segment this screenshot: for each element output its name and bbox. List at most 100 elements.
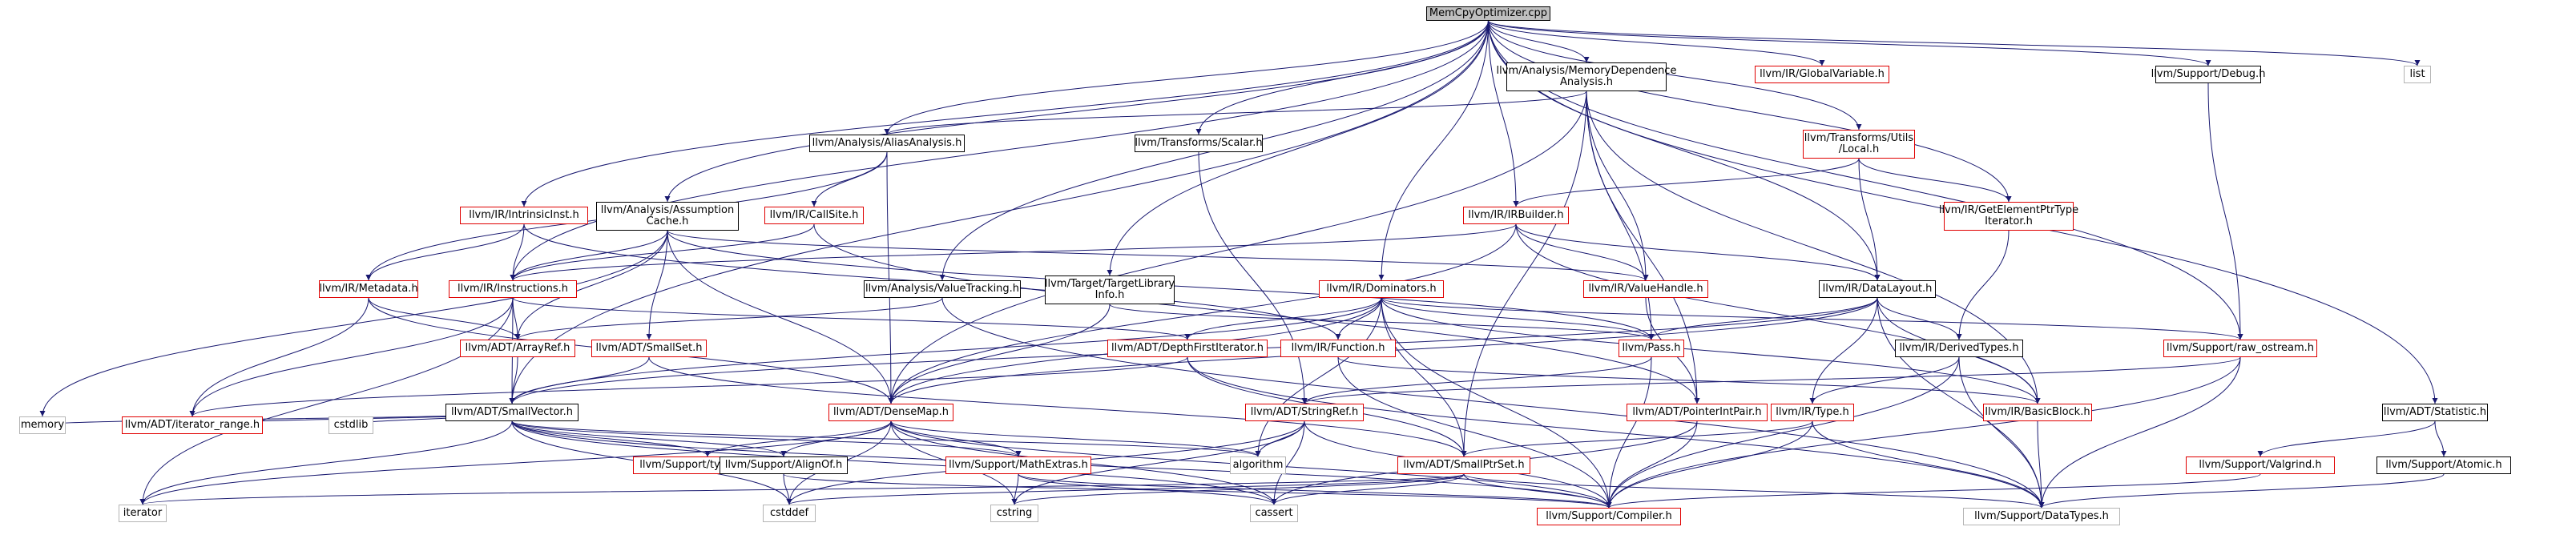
node-pointerintpair-h[interactable]: llvm/ADT/PointerIntPair.h bbox=[1627, 404, 1768, 421]
node-memory: memory bbox=[19, 416, 66, 434]
edge-memdep-to-smallptrset bbox=[1461, 90, 1587, 457]
edge-smallptrset-to-iterator bbox=[140, 473, 1465, 505]
edge-smallptrset-to-cstddef bbox=[786, 473, 1465, 505]
edge-type-to-smallptrset bbox=[1461, 420, 1813, 457]
edge-instructions-to-iterrange bbox=[189, 297, 514, 417]
edge-densemap-to-typetraits bbox=[704, 420, 892, 457]
edge-densemap-to-iterator bbox=[139, 420, 892, 505]
node-aliasanalysis-h[interactable]: llvm/Analysis/AliasAnalysis.h bbox=[809, 135, 965, 152]
edge-arrayref-to-smallvector bbox=[509, 356, 518, 404]
edge-root-to-irbuilder bbox=[1488, 20, 1519, 207]
node-globalvariable-h[interactable]: llvm/IR/GlobalVariable.h bbox=[1755, 66, 1889, 83]
edge-type-to-datatypes bbox=[1812, 420, 2045, 509]
edge-irbuilder-to-instructions bbox=[510, 223, 1517, 281]
node-atomic-h[interactable]: llvm/Support/Atomic.h bbox=[2376, 456, 2511, 474]
node-compiler-h[interactable]: llvm/Support/Compiler.h bbox=[1537, 508, 1681, 525]
node-densemap-h[interactable]: llvm/ADT/DenseMap.h bbox=[828, 404, 953, 421]
node-getelementptrtypeiterator-h[interactable]: llvm/IR/GetElementPtrType Iterator.h bbox=[1939, 202, 2078, 231]
edge-root-to-intrinsic bbox=[521, 20, 1489, 207]
node-algorithm: algorithm bbox=[1230, 456, 1286, 474]
node-instructions-h[interactable]: llvm/IR/Instructions.h bbox=[449, 280, 577, 298]
node-valuehandle-h[interactable]: llvm/IR/ValueHandle.h bbox=[1583, 280, 1708, 298]
edge-smallset-to-smallvector bbox=[509, 356, 650, 404]
edge-instructions-to-iterator bbox=[139, 297, 514, 505]
node-stringref-h[interactable]: llvm/ADT/StringRef.h bbox=[1245, 404, 1364, 421]
node-smallvector-h[interactable]: llvm/ADT/SmallVector.h bbox=[445, 404, 578, 421]
edge-debug-to-rawostream bbox=[2207, 82, 2243, 340]
node-pass-h[interactable]: llvm/Pass.h bbox=[1619, 340, 1684, 357]
edge-root-to-debug bbox=[1488, 20, 2211, 66]
node-datatypes-h: llvm/Support/DataTypes.h bbox=[1963, 508, 2120, 525]
node-debug-h[interactable]: llvm/Support/Debug.h bbox=[2151, 66, 2265, 83]
edge-rawostream-to-datatypes bbox=[2038, 356, 2241, 509]
edge-root-to-assumption bbox=[664, 20, 1489, 203]
node-valuetracking-h[interactable]: llvm/Analysis/ValueTracking.h bbox=[864, 280, 1021, 298]
edge-assumption-to-valuehandle bbox=[667, 230, 1649, 281]
edge-smallptrset-to-datatypes bbox=[1463, 473, 2045, 509]
node-targetlibraryinfo-h[interactable]: llvm/Target/TargetLibrary Info.h bbox=[1045, 275, 1175, 304]
edge-dominators-to-smallptrset bbox=[1381, 297, 1467, 457]
node-memcpyoptimizer-cpp[interactable]: MemCpyOptimizer.cpp bbox=[1426, 6, 1550, 21]
edge-root-to-globalvar bbox=[1488, 20, 1825, 66]
node-derivedtypes-h[interactable]: llvm/IR/DerivedTypes.h bbox=[1895, 340, 2023, 357]
node-transforms-utils-local-h[interactable]: llvm/Transforms/Utils /Local.h bbox=[1803, 130, 1915, 159]
edge-transutils-to-datalayout bbox=[1858, 158, 1881, 281]
edge-mathextras-to-cassert bbox=[1018, 473, 1277, 505]
edge-root-to-alias bbox=[884, 20, 1489, 135]
edge-dominators-to-dfiter bbox=[1184, 297, 1382, 340]
edge-metadata-to-arrayref bbox=[368, 297, 521, 340]
edge-smallptrset-to-cassert bbox=[1271, 473, 1465, 505]
edge-assumption-to-densemap bbox=[667, 230, 894, 404]
node-raw-ostream-h[interactable]: llvm/Support/raw_ostream.h bbox=[2163, 340, 2317, 357]
edge-intrinsic-to-metadata bbox=[365, 223, 525, 281]
edge-smallvector-to-typetraits bbox=[511, 420, 711, 457]
node-metadata-h[interactable]: llvm/IR/Metadata.h bbox=[319, 280, 418, 298]
node-mathextras-h[interactable]: llvm/Support/MathExtras.h bbox=[945, 456, 1091, 474]
node-statistic-h[interactable]: llvm/ADT/Statistic.h bbox=[2382, 404, 2488, 421]
node-function-h[interactable]: llvm/IR/Function.h bbox=[1280, 340, 1396, 357]
edge-pass-to-compiler bbox=[1606, 356, 1652, 509]
edge-pass-to-stringref bbox=[1301, 356, 1652, 404]
edge-dominators-to-function bbox=[1335, 297, 1382, 340]
node-type-h[interactable]: llvm/IR/Type.h bbox=[1771, 404, 1854, 421]
node-assumptioncache-h[interactable]: llvm/Analysis/Assumption Cache.h bbox=[596, 202, 739, 231]
node-smallset-h[interactable]: llvm/ADT/SmallSet.h bbox=[591, 340, 707, 357]
node-dominators-h[interactable]: llvm/IR/Dominators.h bbox=[1319, 280, 1444, 298]
node-irbuilder-h[interactable]: llvm/IR/IRBuilder.h bbox=[1463, 207, 1569, 224]
node-depthfirstiterator-h[interactable]: llvm/ADT/DepthFirstIterator.h bbox=[1107, 340, 1268, 357]
edge-memdep-to-alias bbox=[884, 90, 1587, 135]
node-callsite-h[interactable]: llvm/IR/CallSite.h bbox=[764, 207, 864, 224]
edge-smallptrset-to-cstring bbox=[1011, 473, 1465, 505]
edge-rawostream-to-compiler bbox=[1606, 356, 2241, 509]
node-arrayref-h[interactable]: llvm/ADT/ArrayRef.h bbox=[460, 340, 575, 357]
node-datalayout-h[interactable]: llvm/IR/DataLayout.h bbox=[1819, 280, 1936, 298]
node-memorydependenceanalysis-h[interactable]: llvm/Analysis/MemoryDependence Analysis.… bbox=[1497, 62, 1676, 91]
edge-tli-to-pass bbox=[1109, 304, 1655, 340]
node-valgrind-h[interactable]: llvm/Support/Valgrind.h bbox=[2186, 456, 2335, 474]
edge-function-to-basicblock bbox=[1337, 356, 2041, 404]
edge-rawostream-to-stringref bbox=[1301, 356, 2241, 404]
node-alignof-h[interactable]: llvm/Support/AlignOf.h bbox=[720, 456, 848, 474]
edge-derivedtypes-to-datatypes bbox=[1958, 356, 2045, 509]
edge-gep-to-derivedtypes bbox=[1956, 230, 2010, 340]
node-basicblock-h[interactable]: llvm/IR/BasicBlock.h bbox=[1983, 404, 2092, 421]
node-iterator-range-h[interactable]: llvm/ADT/iterator_range.h bbox=[122, 416, 263, 434]
edge-scalar-to-stringref bbox=[1198, 151, 1308, 404]
edge-derivedtypes-to-type bbox=[1809, 356, 1960, 404]
node-smallptrset-h[interactable]: llvm/ADT/SmallPtrSet.h bbox=[1397, 456, 1530, 474]
node-cstring: cstring bbox=[990, 505, 1038, 522]
edge-dominators-to-algorithm bbox=[1255, 297, 1382, 457]
node-list: list bbox=[2404, 66, 2431, 83]
edge-smallptrset-to-compiler bbox=[1463, 473, 1612, 509]
node-intrinsicinst-h[interactable]: llvm/IR/IntrinsicInst.h bbox=[460, 207, 588, 224]
edge-callsite-to-instructions bbox=[510, 223, 815, 281]
edge-atomic-to-datatypes bbox=[2038, 473, 2445, 509]
edge-valuetracking-to-arrayref bbox=[514, 297, 943, 340]
edge-function-to-compiler bbox=[1337, 356, 1612, 509]
edge-dfiter-to-datatypes bbox=[1187, 356, 2045, 509]
edge-intrinsic-to-instructions bbox=[510, 223, 525, 281]
edge-irbuilder-to-datalayout bbox=[1515, 223, 1881, 281]
edge-transutils-to-irbuilder bbox=[1513, 158, 1860, 207]
node-scalar-h[interactable]: llvm/Transforms/Scalar.h bbox=[1135, 135, 1263, 152]
edge-root-to-dominators bbox=[1378, 20, 1489, 281]
